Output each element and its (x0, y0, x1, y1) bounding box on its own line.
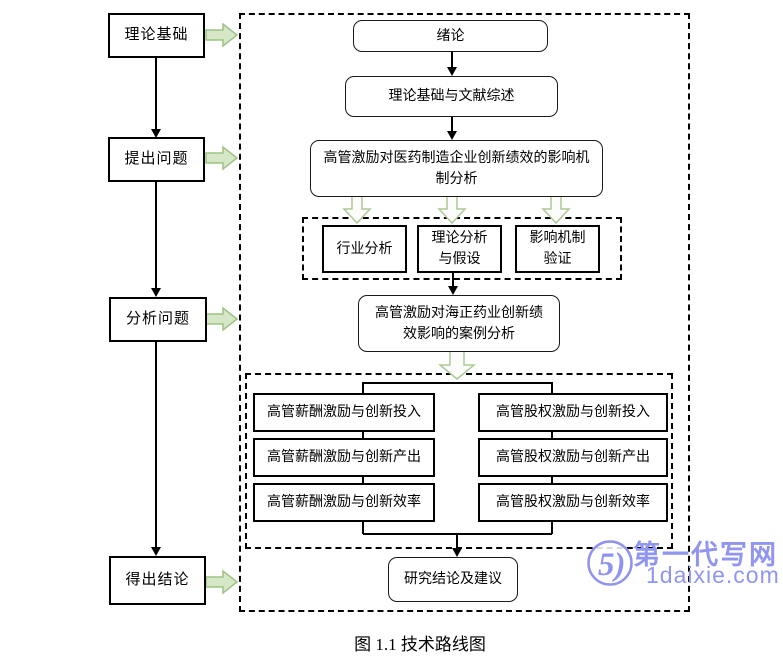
industry-analysis-box: 行业分析 (322, 225, 407, 273)
stage-right-arrow-1 (205, 22, 239, 48)
stage-label-question: 提出问题 (124, 151, 189, 167)
conclusion-label: 研究结论及建议 (404, 572, 502, 587)
conclusion-box: 研究结论及建议 (388, 557, 518, 602)
figure-caption: 图 1.1 技术路线图 (354, 635, 486, 654)
stage-label-theory: 理论基础 (124, 27, 189, 43)
salary-input-label: 高管薪酬激励与创新投入 (267, 405, 421, 420)
salary-input-box: 高管薪酬激励与创新投入 (253, 393, 435, 432)
salary-efficiency-box: 高管薪酬激励与创新效率 (253, 483, 435, 522)
arrowhead-stage-4 (151, 547, 161, 556)
stage-label-analysis: 分析问题 (125, 311, 190, 327)
watermark-site-name: 第一代写网 (633, 540, 778, 570)
watermark-logo-icon: 5) (587, 540, 633, 586)
literature-label: 理论基础与文献综述 (388, 89, 515, 104)
stage-right-arrow-3 (205, 306, 239, 332)
watermark-logo-glyph: 5) (598, 547, 626, 583)
mechanism-verification-label: 影响机制验证 (529, 231, 586, 267)
stage-right-arrow-4 (205, 569, 239, 595)
equity-efficiency-label: 高管股权激励与创新效率 (496, 495, 650, 510)
salary-efficiency-label: 高管薪酬激励与创新效率 (267, 495, 421, 510)
arrowhead-stage-3 (151, 288, 161, 297)
stage-box-question: 提出问题 (108, 137, 205, 182)
case-study-box: 高管激励对海正药业创新绩效影响的案例分析 (358, 295, 560, 352)
case-study-label: 高管激励对海正药业创新绩效影响的案例分析 (375, 305, 543, 342)
intro-box: 绪论 (353, 20, 548, 52)
mechanism-box: 高管激励对医药制造企业创新绩效的影响机制分析 (310, 140, 603, 197)
stage-box-theory: 理论基础 (108, 13, 205, 58)
stage-label-conclusion: 得出结论 (125, 572, 190, 588)
mechanism-label: 高管激励对医药制造企业创新绩效的影响机制分析 (323, 150, 590, 187)
industry-analysis-label: 行业分析 (336, 241, 393, 257)
watermark-site-url: 1daixie.com (646, 562, 780, 588)
equity-input-box: 高管股权激励与创新投入 (478, 393, 668, 432)
salary-output-label: 高管薪酬激励与创新产出 (267, 450, 421, 465)
equity-output-label: 高管股权激励与创新产出 (496, 450, 650, 465)
equity-efficiency-box: 高管股权激励与创新效率 (478, 483, 668, 522)
mechanism-verification-box: 影响机制验证 (515, 225, 600, 273)
equity-output-box: 高管股权激励与创新产出 (478, 438, 668, 477)
stage-right-arrow-2 (205, 145, 239, 171)
theory-hypothesis-label: 理论分析与假设 (431, 231, 488, 267)
stage-box-analysis: 分析问题 (109, 297, 207, 342)
intro-label: 绪论 (436, 28, 465, 44)
equity-input-label: 高管股权激励与创新投入 (496, 405, 650, 420)
theory-hypothesis-box: 理论分析与假设 (417, 225, 502, 273)
salary-output-box: 高管薪酬激励与创新产出 (253, 438, 435, 477)
stage-box-conclusion: 得出结论 (109, 556, 206, 605)
main-dashed-frame (239, 13, 690, 612)
stage-block-arrows (205, 22, 239, 595)
watermark-logo-circle (587, 540, 633, 586)
literature-box: 理论基础与文献综述 (345, 76, 558, 117)
